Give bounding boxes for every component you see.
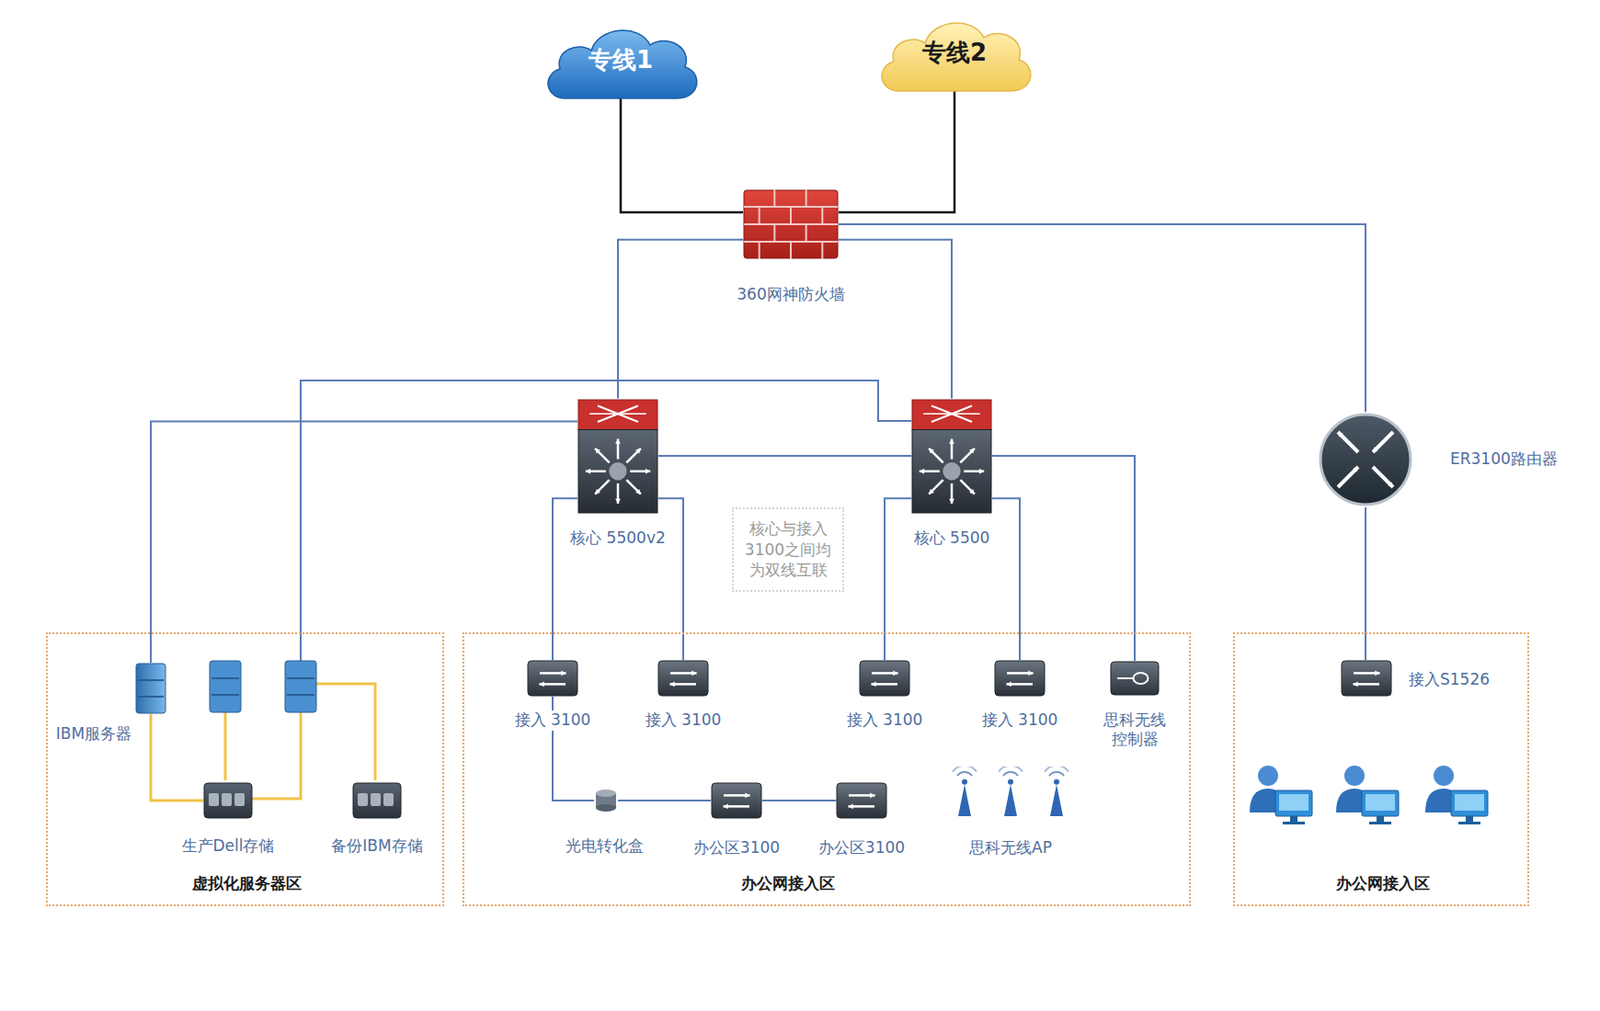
node-label: 接入 3100 <box>845 710 926 731</box>
link-line <box>658 455 912 458</box>
link-line <box>992 456 1135 662</box>
node-label: 核心 5500 <box>912 528 993 549</box>
device-node: ER3100路由器 <box>1315 410 1562 510</box>
node-label: 办公网接入区 <box>1334 874 1432 894</box>
device-node: 思科无线AP <box>944 765 1077 861</box>
node-label: 专线2 <box>920 37 989 69</box>
node-label: IBM服务器 <box>54 724 134 744</box>
sw-icon <box>657 660 709 698</box>
node-label: 思科无线 控制器 <box>1097 710 1172 751</box>
device-node: 接入 3100 <box>843 658 927 733</box>
link-line <box>762 800 836 802</box>
sw-icon <box>835 782 888 820</box>
link-line <box>884 498 912 661</box>
node-label: 虚拟化服务器区 <box>190 874 304 894</box>
srv-icon <box>135 662 167 715</box>
device-node: 接入 3100 <box>978 658 1063 733</box>
link-line <box>150 422 578 664</box>
link-line <box>992 498 1020 661</box>
device-node: 光电转化盒 <box>561 787 648 859</box>
node-label: 接入 3100 <box>643 710 724 731</box>
link-line <box>838 224 1366 412</box>
device-node: IBM服务器 <box>52 661 169 747</box>
device-node: 生产Dell存储 <box>178 780 279 859</box>
link-line <box>150 714 204 801</box>
device-node: 核心 5500 <box>909 397 995 551</box>
device-node: 360网神防火墙 <box>732 187 848 308</box>
node-label: 思科无线AP <box>967 838 1054 858</box>
zone-region: 办公网接入区 接入 3100 接入 3100 接入 3100 接入 3100 思科无线 控… <box>462 632 1191 907</box>
link-line <box>658 498 684 661</box>
user-icons <box>1249 765 1488 825</box>
node-label: 接入 3100 <box>513 710 594 731</box>
device-node: 核心 5500v2 <box>566 397 670 551</box>
node-label: 核心与接入 3100之间均 为双线互联 <box>738 518 838 583</box>
user-icon <box>1249 765 1313 825</box>
sw-icon <box>526 660 579 698</box>
link-line <box>620 98 743 213</box>
node-label: 生产Dell存储 <box>180 836 277 857</box>
node-label: 核心 5500v2 <box>568 528 668 549</box>
device-node: 备份IBM存储 <box>327 780 426 859</box>
sw-icon <box>858 660 911 698</box>
router-icon <box>1317 411 1414 508</box>
device-node: 办公区3100 <box>814 780 909 861</box>
device-node: 办公区3100 <box>689 780 784 861</box>
node-label: 接入 3100 <box>980 710 1061 731</box>
zone-region: 办公网接入区 接入S1526 <box>1233 632 1530 907</box>
link-line <box>617 240 743 400</box>
device-node: 接入 3100 <box>641 658 726 733</box>
node-label: 办公区3100 <box>816 838 907 858</box>
note-box: 核心与接入 3100之间均 为双线互联 <box>731 507 845 593</box>
device-node: 接入S1526 <box>1338 658 1494 699</box>
sw-icon <box>1340 660 1393 698</box>
sw-icon <box>710 782 763 820</box>
core-icon <box>911 399 993 515</box>
core-icon <box>577 399 659 515</box>
link-line <box>617 800 711 802</box>
cloud-node: 专线1 <box>537 17 704 110</box>
sto-icon <box>203 782 253 820</box>
device-node: 接入 3100 <box>511 658 595 733</box>
ctl-icon <box>1109 661 1160 697</box>
link-line <box>838 91 955 213</box>
core-server-link <box>300 380 912 662</box>
node-label: 办公网接入区 <box>739 874 837 894</box>
node-label: 光电转化盒 <box>563 836 646 857</box>
fw-icon <box>742 189 839 260</box>
node-label: 专线1 <box>586 45 655 76</box>
node-label: 接入S1526 <box>1406 670 1492 690</box>
user-icon <box>1425 765 1488 825</box>
node-label: 备份IBM存储 <box>329 836 424 857</box>
box-icon <box>594 788 618 813</box>
link-line <box>1364 507 1367 661</box>
sto-icon <box>352 782 402 820</box>
user-icon <box>1336 765 1399 825</box>
link-line <box>552 498 578 661</box>
device-node: 思科无线 控制器 <box>1096 659 1174 752</box>
ap-icon <box>946 766 1075 819</box>
server-icons <box>209 661 317 713</box>
sw-icon <box>994 660 1046 698</box>
node-label: ER3100路由器 <box>1448 449 1560 469</box>
node-label: 360网神防火墙 <box>734 285 846 305</box>
cloud-node: 专线2 <box>871 10 1038 103</box>
zone-region: 虚拟化服务器区 IBM服务器生产Dell存储 备份IBM存储 <box>45 632 445 907</box>
link-line <box>838 240 952 400</box>
node-label: 办公区3100 <box>691 838 782 858</box>
